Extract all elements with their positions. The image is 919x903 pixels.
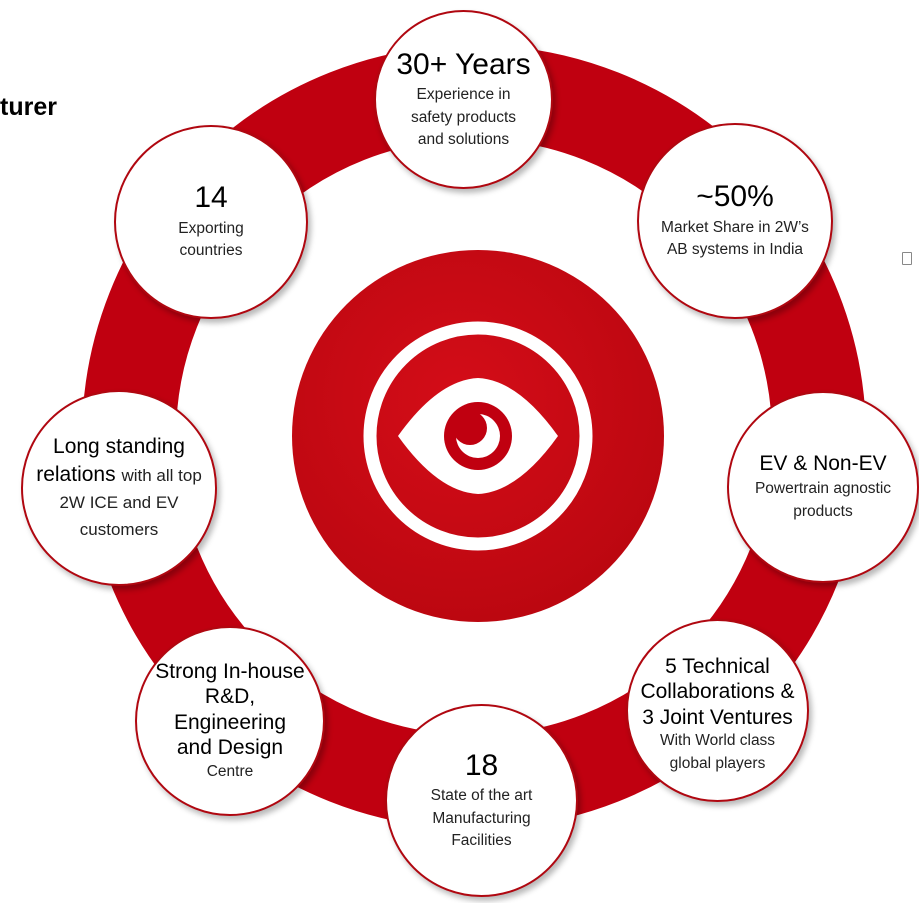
node-ev-text: Powertrain agnostic products (754, 480, 892, 520)
node-market-share-headline: ~50% (696, 180, 774, 214)
node-exporting-text: Exporting countries (178, 219, 244, 260)
node-relations-headline: Long standing relations (36, 435, 185, 486)
node-rnd-headline: Strong In-house R&D, Engineering and Des… (155, 659, 305, 760)
node-market-share: ~50% Market Share in 2W’s AB systems in … (637, 123, 833, 319)
node-years-text: Experience in safety products and soluti… (410, 86, 517, 148)
node-relations-text: with all top 2W ICE and EV customers (59, 465, 202, 540)
node-exporting: 14 Exporting countries (114, 125, 308, 319)
node-rnd-text: Centre (206, 762, 254, 780)
document-icon (902, 252, 912, 265)
node-collaborations-headline: 5 Technical Collaborations & 3 Joint Ven… (640, 654, 795, 729)
node-market-share-text: Market Share in 2W’s AB systems in India (661, 218, 809, 259)
eye-icon (363, 321, 593, 551)
node-relations: Long standing relations with all top 2W … (21, 390, 217, 586)
node-exporting-headline: 14 (194, 181, 228, 215)
node-facilities-headline: 18 (464, 748, 499, 782)
node-years-headline: 30+ Years (396, 47, 531, 81)
node-rnd: Strong In-house R&D, Engineering and Des… (135, 626, 325, 816)
node-collaborations: 5 Technical Collaborations & 3 Joint Ven… (626, 619, 809, 802)
node-ev-headline: EV & Non-EV (759, 451, 887, 475)
node-relations-text-wrap: Long standing relations with all top 2W … (34, 433, 204, 542)
node-facilities: 18 State of the art Manufacturing Facili… (385, 704, 578, 897)
node-collaborations-text: With World class global players (659, 732, 776, 772)
node-years: 30+ Years Experience in safety products … (374, 10, 553, 189)
node-facilities-text: State of the art Manufacturing Facilitie… (430, 787, 533, 849)
node-ev: EV & Non-EV Powertrain agnostic products (727, 391, 919, 583)
heading-fragment: turer (0, 93, 57, 121)
